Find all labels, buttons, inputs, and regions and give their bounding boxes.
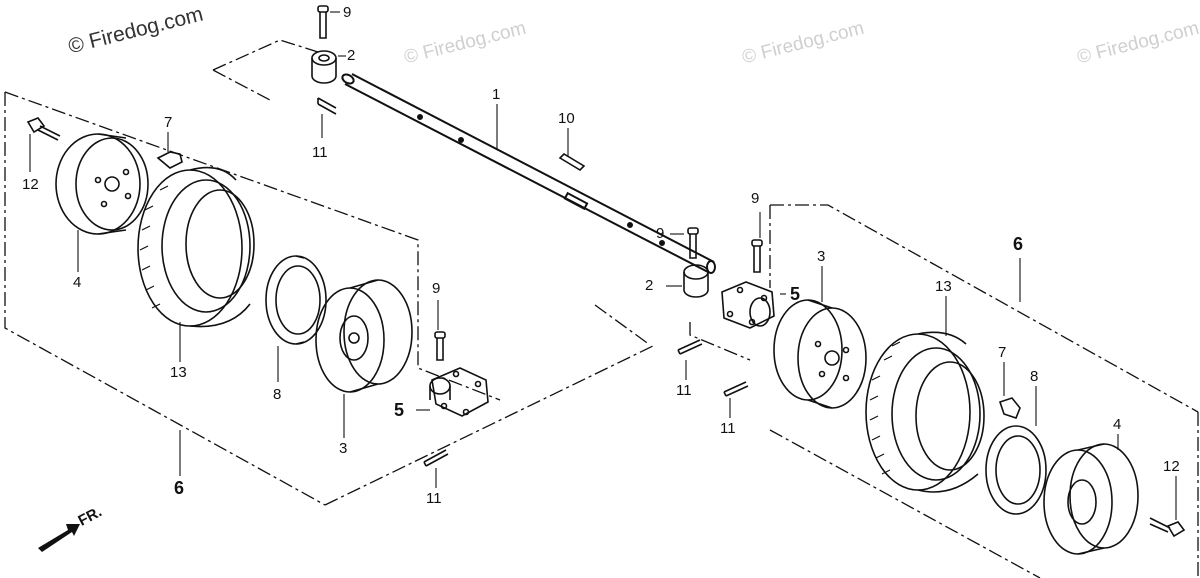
callout-pin: 10 xyxy=(558,110,575,127)
cotter-pin-upper xyxy=(317,97,337,115)
callout-collar-left: 2 xyxy=(347,47,356,64)
right-valve xyxy=(998,397,1021,419)
pin xyxy=(558,152,586,172)
left-hub xyxy=(429,367,489,417)
callout-cotter-pin-lower-left: 11 xyxy=(426,490,442,507)
leader-lines xyxy=(29,11,1177,520)
callout-hub-right: 5 xyxy=(790,284,801,304)
callout-seal-left: 8 xyxy=(273,386,282,403)
cotter-pin-right-2 xyxy=(723,381,749,397)
cotter-pin-right-1 xyxy=(677,339,703,355)
callout-seal-right: 8 xyxy=(1030,368,1039,385)
left-seal xyxy=(265,255,327,345)
right-mid-bolt xyxy=(687,227,699,259)
callout-wheel-hub-left: 3 xyxy=(339,440,348,457)
left-flange-bolt xyxy=(26,117,61,141)
callout-bolt-top-left: 9 xyxy=(343,4,352,21)
right-collar xyxy=(683,264,709,298)
left-collar xyxy=(311,50,337,84)
callout-wheel-left: 4 xyxy=(73,274,82,291)
cotter-pin-lower-left xyxy=(423,449,449,467)
right-hub xyxy=(721,281,775,329)
callout-collar-right: 2 xyxy=(645,277,654,294)
callout-tire-left: 13 xyxy=(170,364,187,381)
right-tire xyxy=(865,331,985,493)
right-seal xyxy=(985,425,1047,515)
left-tire xyxy=(137,166,255,328)
callout-wheel-hub-right: 3 xyxy=(817,248,826,265)
right-wheel-rim xyxy=(1043,443,1139,555)
callout-tire-right: 13 xyxy=(935,278,952,295)
right-flange-bolt xyxy=(1149,517,1186,538)
axle-shaft xyxy=(341,73,716,274)
callout-bolt-right-mid: 9 xyxy=(656,225,665,242)
left-valve xyxy=(156,151,183,169)
callout-cotter-pin-right-1: 11 xyxy=(676,382,692,399)
callout-wheel-assy-right: 6 xyxy=(1013,234,1024,254)
callout-flange-bolt-left: 12 xyxy=(22,176,39,193)
left-wheel-hub xyxy=(315,279,413,393)
callout-bolt-right-upper: 9 xyxy=(751,190,760,207)
callout-hub-left: 5 xyxy=(394,400,405,420)
left-wheel-rim xyxy=(55,133,149,235)
callout-cotter-pin-right-2: 11 xyxy=(720,420,736,437)
callout-cotter-pin-upper: 11 xyxy=(312,144,328,161)
callout-valve-right: 7 xyxy=(998,344,1007,361)
left-lower-bolt xyxy=(434,331,446,361)
front-direction-arrow-icon xyxy=(38,524,80,552)
callout-wheel-right: 4 xyxy=(1113,416,1122,433)
callout-axle: 1 xyxy=(492,86,501,103)
callout-flange-bolt-right: 12 xyxy=(1163,458,1180,475)
callout-wheel-assy-left: 6 xyxy=(174,478,185,498)
right-assembly-boundary xyxy=(689,204,1199,578)
right-wheel-hub xyxy=(773,299,867,409)
callout-valve-left: 7 xyxy=(164,114,173,131)
callout-bolt-left-lower: 9 xyxy=(432,280,441,297)
left-top-bolt xyxy=(317,5,329,39)
left-assembly-boundary xyxy=(4,39,656,506)
right-upper-bolt xyxy=(751,239,763,273)
